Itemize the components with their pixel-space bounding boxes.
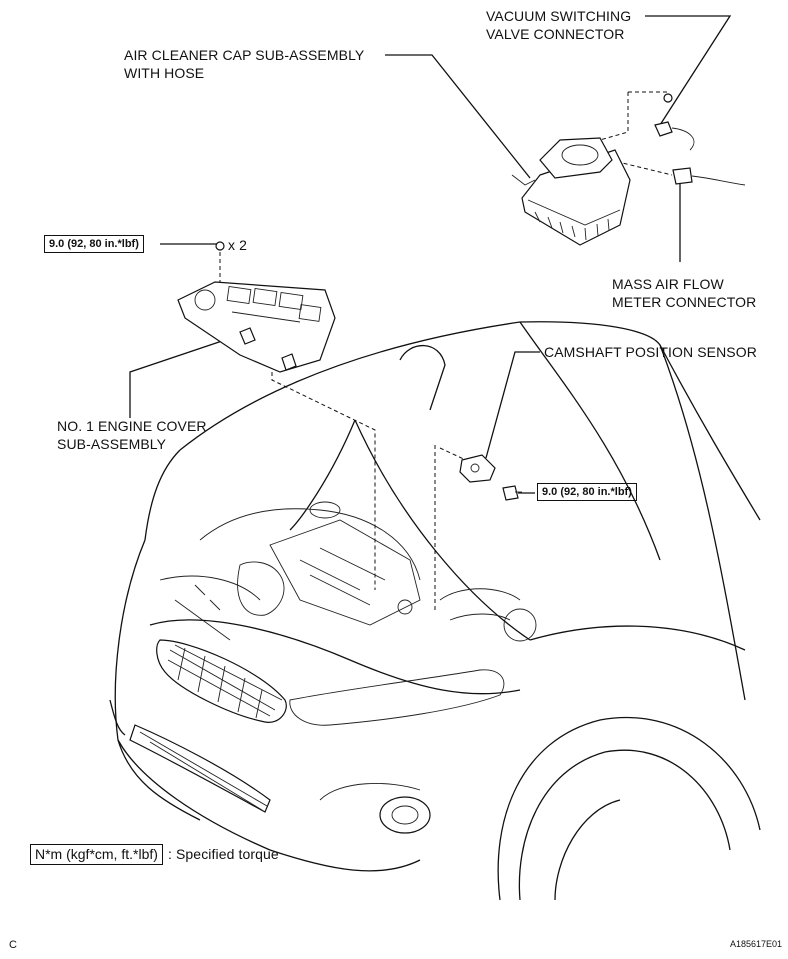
label-vacuum-switching: VACUUM SWITCHING VALVE CONNECTOR	[486, 7, 631, 43]
dash-sensor-guide	[439, 447, 471, 463]
label-vacuum-switching-line2: VALVE CONNECTOR	[486, 26, 625, 42]
label-air-cleaner-line2: WITH HOSE	[124, 65, 205, 81]
legend-torque-text: : Specified torque	[168, 846, 279, 862]
label-mass-air-flow: MASS AIR FLOW METER CONNECTOR	[612, 275, 756, 311]
label-engine-cover-line1: NO. 1 ENGINE COVER	[57, 418, 207, 434]
dash-vsv-to-cleaner	[599, 92, 629, 141]
label-engine-cover-line2: SUB-ASSEMBLY	[57, 436, 167, 452]
legend-torque-box: N*m (kgf*cm, ft.*lbf)	[30, 844, 163, 865]
label-camshaft: CAMSHAFT POSITION SENSOR	[544, 344, 757, 360]
dash-cover-to-engine	[271, 372, 376, 590]
label-engine-cover: NO. 1 ENGINE COVER SUB-ASSEMBLY	[57, 417, 207, 453]
air-cleaner-cap-drawing	[511, 93, 746, 246]
figure-code: A185617E01	[730, 939, 783, 949]
engine-cover-drawing	[177, 241, 336, 373]
leader-lines	[129, 15, 732, 494]
leader-camshaft	[485, 351, 540, 459]
cover-nut-quantity: x 2	[228, 237, 247, 253]
label-vacuum-switching-line1: VACUUM SWITCHING	[486, 8, 632, 24]
leader-vacuum-switching	[645, 15, 732, 126]
camshaft-sensor-drawing	[459, 454, 522, 501]
label-mass-air-flow-line2: METER CONNECTOR	[612, 294, 757, 310]
leader-air-cleaner	[385, 54, 531, 179]
torque-box-cover-nut: 9.0 (92, 80 in.*lbf)	[44, 235, 144, 253]
label-mass-air-flow-line1: MASS AIR FLOW	[612, 276, 724, 292]
torque-box-sensor-bolt: 9.0 (92, 80 in.*lbf)	[537, 483, 637, 501]
leader-engine-cover	[129, 339, 226, 418]
corner-letter: C	[9, 939, 18, 951]
dash-vsv-clip	[628, 91, 669, 95]
label-air-cleaner: AIR CLEANER CAP SUB-ASSEMBLY WITH HOSE	[124, 46, 364, 82]
vehicle-drawing	[109, 321, 761, 901]
label-air-cleaner-line1: AIR CLEANER CAP SUB-ASSEMBLY	[124, 47, 365, 63]
